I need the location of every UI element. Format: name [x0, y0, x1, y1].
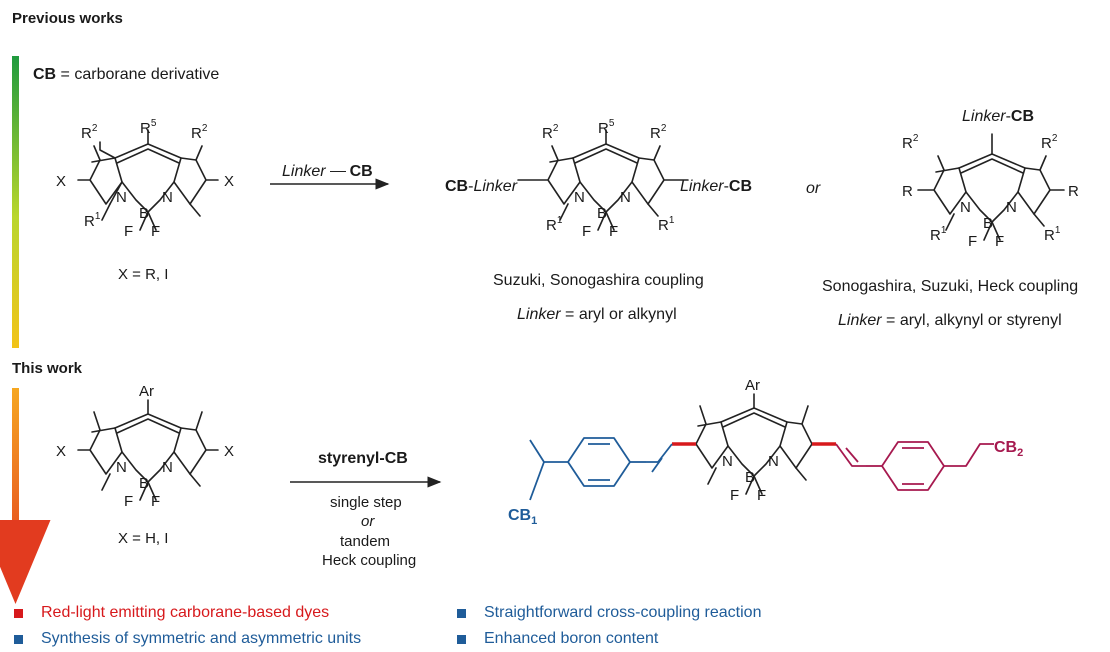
legend-red-light: Red-light emitting carborane-based dyes	[14, 604, 329, 622]
bodipy-start-previous	[77, 129, 219, 231]
svg-text:N: N	[116, 459, 127, 476]
legend-square-icon	[14, 608, 23, 618]
start-x-label-this-work: X = H, I	[118, 530, 169, 547]
svg-text:R2: R2	[542, 123, 559, 142]
svg-text:R2: R2	[650, 123, 667, 142]
product1-right-substituent: Linker-CB	[680, 178, 753, 195]
product2-top-substituent: Linker-CB	[962, 108, 1035, 125]
svg-text:F: F	[968, 233, 977, 250]
svg-text:F: F	[151, 223, 160, 240]
svg-text:R: R	[1068, 183, 1079, 200]
svg-text:N: N	[722, 453, 733, 470]
svg-text:R2: R2	[902, 133, 919, 152]
svg-text:F: F	[582, 223, 591, 240]
svg-text:R: R	[902, 183, 913, 200]
svg-text:F: F	[609, 223, 618, 240]
svg-text:X: X	[56, 443, 66, 460]
svg-text:F: F	[124, 223, 133, 240]
svg-text:B: B	[597, 205, 607, 222]
svg-text:Ar: Ar	[139, 383, 154, 400]
gradient-bar-previous	[12, 56, 19, 348]
legend-square-icon	[457, 634, 466, 644]
svg-text:CB1: CB1	[508, 507, 537, 527]
svg-text:R5: R5	[140, 118, 157, 137]
bodipy-product2	[917, 133, 1065, 241]
svg-text:B: B	[139, 205, 149, 222]
product2-method: Sonogashira, Suzuki, Heck coupling	[822, 278, 1079, 295]
svg-text:R2: R2	[1041, 133, 1058, 152]
svg-text:N: N	[768, 453, 779, 470]
svg-text:Ar: Ar	[745, 377, 760, 394]
legend-boron: Enhanced boron content	[457, 630, 658, 648]
svg-text:R1: R1	[930, 225, 947, 244]
condition-single-step: single step	[330, 494, 402, 511]
svg-text:X: X	[224, 443, 234, 460]
legend-cross-coupling: Straightforward cross-coupling reaction	[457, 604, 761, 622]
svg-text:R2: R2	[81, 123, 98, 142]
product1-linker: Linker = aryl or alkynyl	[517, 306, 677, 323]
svg-text:R2: R2	[191, 123, 208, 142]
svg-text:R5: R5	[598, 118, 615, 137]
product2-linker: Linker = aryl, alkynyl or styrenyl	[838, 312, 1062, 329]
svg-text:N: N	[574, 189, 585, 206]
legend-square-icon	[457, 608, 466, 618]
or-separator: or	[806, 180, 821, 197]
svg-text:N: N	[162, 459, 173, 476]
svg-text:X: X	[224, 173, 234, 190]
bodipy-product-core	[695, 393, 813, 495]
gradient-bar-this-work	[12, 388, 19, 588]
product1-method: Suzuki, Sonogashira coupling	[493, 272, 704, 289]
svg-text:F: F	[995, 233, 1004, 250]
svg-text:F: F	[124, 493, 133, 510]
svg-text:N: N	[620, 189, 631, 206]
svg-text:R1: R1	[658, 215, 675, 234]
condition-tandem: tandem	[340, 533, 391, 550]
bodipy-start-this-work	[77, 399, 219, 501]
legend-square-icon	[14, 634, 23, 644]
svg-text:X: X	[56, 173, 66, 190]
start-x-label-previous: X = R, I	[118, 266, 169, 283]
styrenyl-cb1-left	[529, 437, 673, 487]
svg-text:N: N	[960, 199, 971, 216]
previous-works-heading: Previous works	[12, 10, 123, 27]
cb-definition: CB = carborane derivative	[33, 66, 220, 83]
svg-text:F: F	[151, 493, 160, 510]
bodipy-product1	[517, 129, 689, 231]
svg-text:B: B	[983, 215, 993, 232]
svg-text:N: N	[1006, 199, 1017, 216]
reagent-styrenyl-cb: styrenyl-CB	[318, 450, 408, 467]
svg-text:R1: R1	[546, 215, 563, 234]
svg-text:F: F	[757, 487, 766, 504]
svg-text:F: F	[730, 487, 739, 504]
svg-text:CB2: CB2	[994, 439, 1023, 459]
condition-or: or	[361, 513, 375, 530]
svg-text:B: B	[745, 469, 755, 486]
legend-symmetric: Synthesis of symmetric and asymmetric un…	[14, 630, 361, 648]
condition-heck: Heck coupling	[322, 552, 417, 569]
svg-text:R1: R1	[1044, 225, 1061, 244]
svg-text:N: N	[116, 189, 127, 206]
svg-text:R1: R1	[84, 211, 101, 230]
product1-left-substituent: CB-Linker	[445, 178, 518, 195]
svg-text:N: N	[162, 189, 173, 206]
svg-text:B: B	[139, 475, 149, 492]
this-work-heading: This work	[12, 360, 83, 377]
styrenyl-cb2-right	[835, 441, 994, 491]
